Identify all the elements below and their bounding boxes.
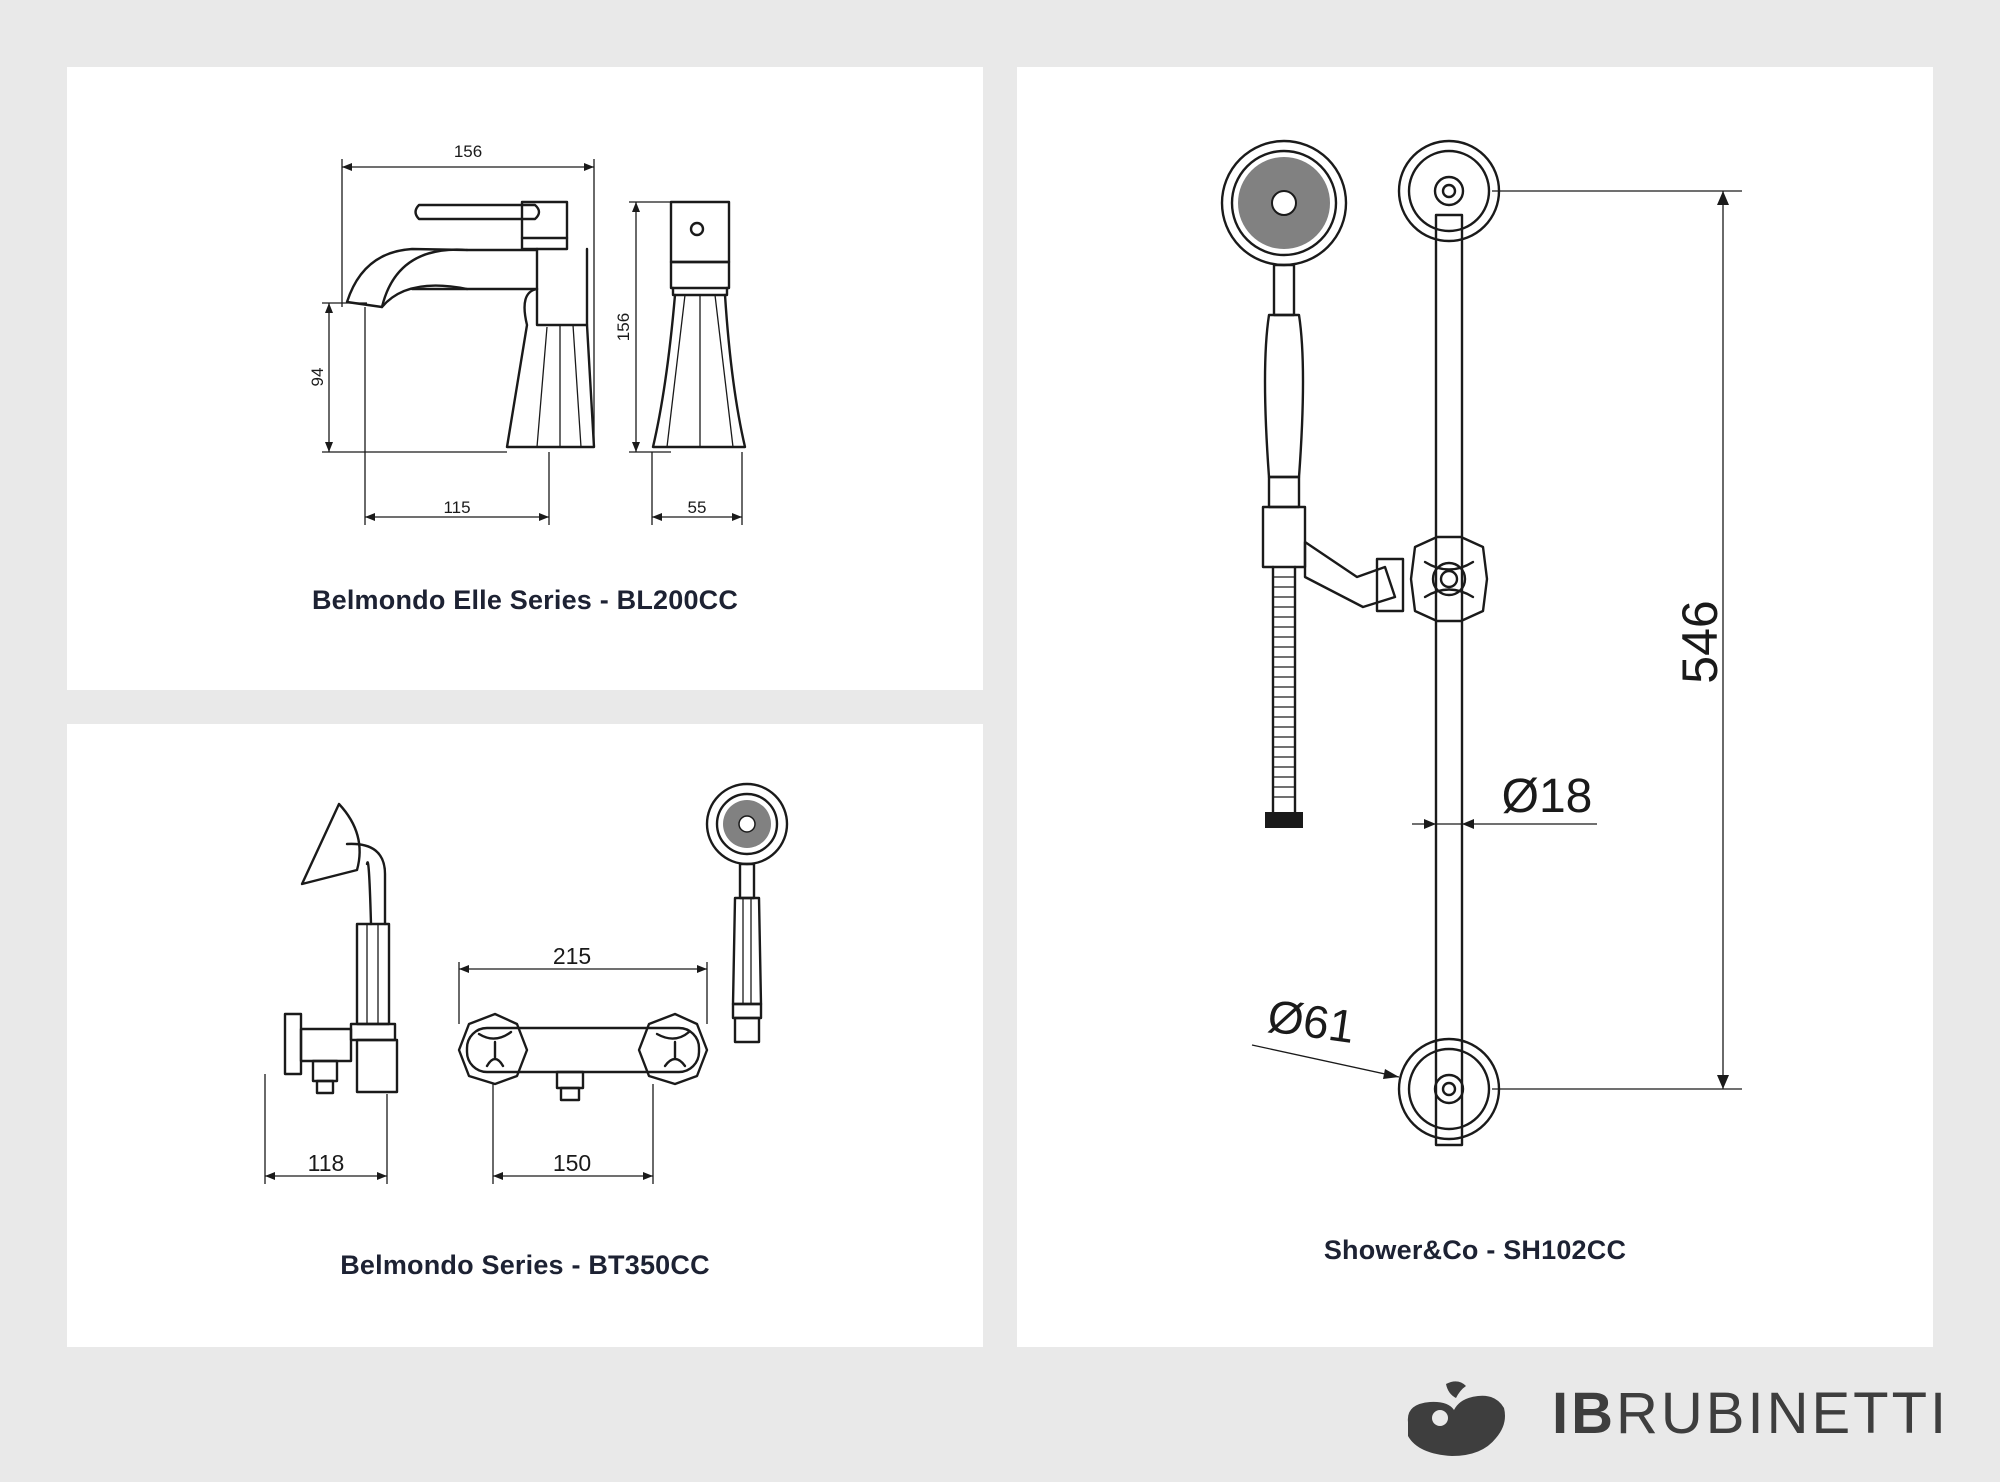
dim-reach-label: 115: [443, 498, 470, 517]
dim-reach: 115: [364, 307, 550, 525]
dim-body-width: 215: [458, 943, 708, 1024]
dim-spout-height-label: 94: [308, 368, 327, 387]
dim-depth-label: 55: [688, 498, 707, 517]
dim-top-width: 156: [341, 142, 595, 447]
panel-bl200cc: 156 94 156 115: [67, 67, 983, 690]
dim-bracket-diameter-label: Ø61: [1265, 989, 1358, 1053]
dim-centers-label: 150: [553, 1150, 591, 1176]
brand-logo-icon: [1407, 1381, 1505, 1456]
panel-bt350cc: 215 150 118 Belmondo Series - BT350CC: [67, 724, 983, 1347]
dim-projection-label: 118: [308, 1150, 345, 1176]
dim-height-label: 156: [614, 313, 633, 341]
brand-name: IBRUBINETTI: [1552, 1380, 1949, 1447]
caption-sh102cc: Shower&Co - SH102CC: [1323, 1235, 1627, 1265]
shower-hose: [1265, 565, 1303, 828]
brand: IBRUBINETTI: [1400, 1372, 1946, 1462]
dim-body-width-label: 215: [553, 943, 591, 969]
faucet-side-view: [651, 200, 747, 449]
dim-projection: 118: [264, 1074, 388, 1184]
panel-sh102cc: 546 Ø18 Ø61 Shower&Co - SH102CC: [1017, 67, 1933, 1347]
dim-depth: 55: [651, 452, 743, 525]
dim-length-label: 546: [1672, 600, 1728, 683]
shower-head: [1220, 139, 1348, 569]
dim-height: 156: [614, 201, 671, 453]
mixer-front-view: [457, 1012, 709, 1102]
caption-bl200cc: Belmondo Elle Series - BL200CC: [311, 585, 739, 615]
drawing-bt350cc: 215 150 118: [264, 782, 789, 1184]
caption-bt350cc: Belmondo Series - BT350CC: [340, 1250, 710, 1280]
dim-centers: 150: [492, 1084, 654, 1184]
handshower-front: [705, 782, 789, 1044]
dim-rail-diameter: Ø18: [1412, 770, 1597, 829]
mixer-side-view: [283, 802, 399, 1095]
dim-bracket-diameter: Ø61: [1251, 989, 1400, 1079]
drawing-bl200cc: 156 94 156 115: [308, 142, 747, 525]
brand-name-rest: RUBINETTI: [1616, 1381, 1950, 1446]
shower-holder: [1303, 540, 1405, 613]
drawing-sh102cc: 546 Ø18 Ø61: [1220, 139, 1742, 1147]
dim-spout-height: 94: [308, 302, 507, 453]
dim-rail-diameter-label: Ø18: [1502, 770, 1593, 823]
dim-top-width-label: 156: [454, 142, 482, 161]
faucet-front-view: [345, 200, 596, 449]
shower-rail: [1397, 139, 1501, 1147]
dim-length: 546: [1492, 190, 1742, 1090]
brand-name-bold: IB: [1552, 1381, 1616, 1446]
